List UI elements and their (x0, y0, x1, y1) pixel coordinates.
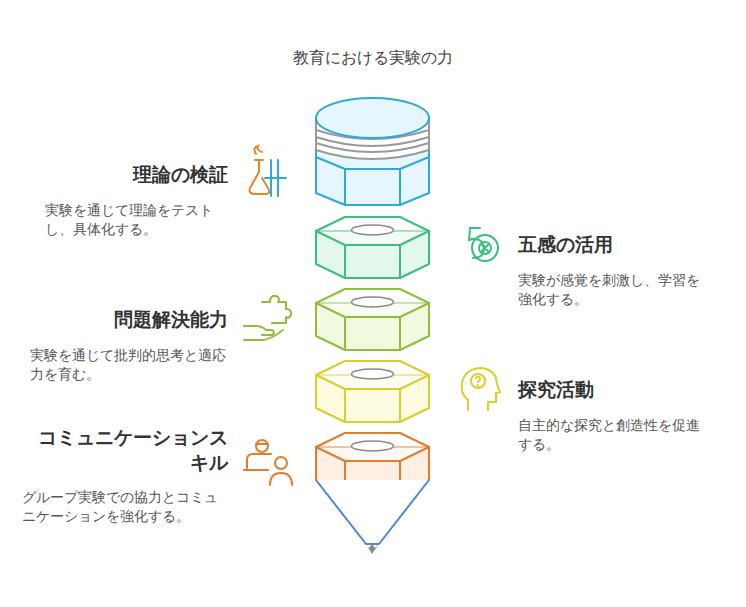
item-heading: 理論の検証 (45, 162, 228, 187)
five-senses-icon (469, 228, 498, 261)
feature-item: 五感の活用実験が感覚を刺激し、学習を強化する。 (518, 232, 710, 309)
item-description: 自主的な探究と創造性を促進する。 (518, 416, 710, 454)
hex-segment (316, 289, 429, 350)
hex-segment (316, 361, 429, 422)
item-heading: 五感の活用 (518, 232, 710, 257)
feature-item: 理論の検証実験を通じて理論をテストし、具体化する。 (45, 162, 228, 239)
item-description: グループ実験での協力とコミュニケーションを強化する。 (22, 488, 228, 526)
flask-icon (250, 146, 286, 196)
feature-item: 問題解決能力実験を通じて批判的思考と適応力を育む。 (30, 307, 228, 384)
item-heading: 探究活動 (518, 377, 710, 402)
top-segment (316, 98, 429, 205)
item-description: 実験が感覚を刺激し、学習を強化する。 (518, 271, 710, 309)
puzzle-hand-icon (244, 296, 291, 340)
item-heading: 問題解決能力 (30, 307, 228, 332)
hex-segment (316, 217, 429, 278)
feature-item: コミュニケーションスキルグループ実験での協力とコミュニケーションを強化する。 (22, 425, 228, 527)
diagram-title: 教育における実験の力 (0, 48, 746, 69)
people-icon (244, 440, 292, 485)
pencil-tip (316, 480, 429, 554)
item-description: 実験を通じて批判的思考と適応力を育む。 (30, 346, 228, 384)
thinking-head-icon (462, 368, 500, 410)
item-description: 実験を通じて理論をテストし、具体化する。 (45, 201, 228, 239)
feature-item: 探究活動自主的な探究と創造性を促進する。 (518, 377, 710, 454)
item-heading: コミュニケーションスキル (22, 425, 228, 474)
